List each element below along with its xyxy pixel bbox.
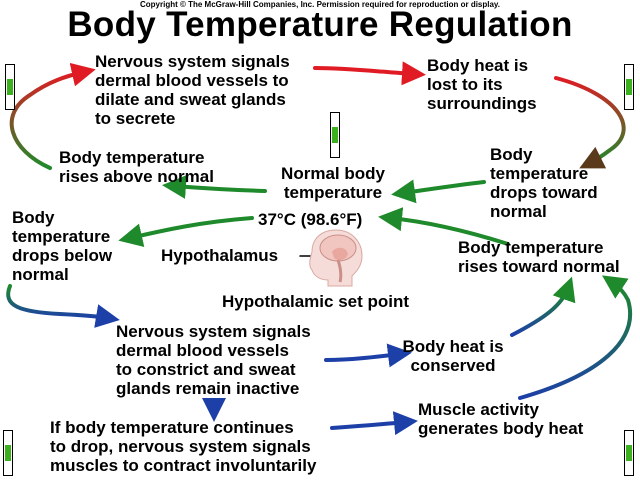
thermometer-high-right bbox=[624, 64, 634, 110]
arrow-shiver-to-muscle bbox=[330, 411, 418, 436]
node-line: to drop, nervous system signals bbox=[50, 437, 311, 456]
node-line: Body bbox=[12, 208, 55, 227]
node-line: Nervous system signals bbox=[95, 52, 290, 71]
arrow-rises-toward-to-setpoint bbox=[378, 207, 510, 246]
arrow-rises-above-to-dilate bbox=[9, 62, 96, 170]
arrow-drops-below-to-constrict bbox=[6, 284, 120, 328]
node-line: temperature bbox=[12, 227, 111, 246]
node-line: drops toward bbox=[490, 183, 598, 202]
thermometer-high-left bbox=[5, 64, 15, 110]
node-shiver: If body temperature continues to drop, n… bbox=[50, 418, 316, 475]
arrow-normal-to-rises-above bbox=[162, 174, 267, 199]
thermometer-low-right bbox=[624, 430, 634, 476]
node-muscle-activity: Muscle activity generates body heat bbox=[418, 400, 583, 438]
node-heat-conserved: Body heat is conserved bbox=[390, 337, 516, 375]
node-heat-lost: Body heat is lost to its surroundings bbox=[427, 56, 537, 113]
arrow-constrict-to-conserved bbox=[324, 343, 412, 368]
node-line: rises above normal bbox=[59, 167, 214, 186]
node-drops-below-normal: Body temperature drops below normal bbox=[12, 208, 112, 284]
node-line: Body temperature bbox=[59, 148, 205, 167]
arrow-muscle-to-rises-toward bbox=[518, 275, 632, 400]
node-line: Normal body bbox=[281, 164, 385, 183]
thermometer-low-left bbox=[3, 430, 13, 476]
node-line: to secrete bbox=[95, 109, 176, 128]
node-line: lost to its bbox=[427, 75, 503, 94]
node-line: Body heat is bbox=[427, 56, 529, 75]
arrow-setpoint-to-drops-below bbox=[118, 216, 254, 248]
head-brain-illustration bbox=[309, 229, 363, 287]
node-line: drops below bbox=[12, 246, 113, 265]
node-drops-toward-normal: Body temperature drops toward normal bbox=[490, 145, 598, 221]
node-dilate-sweat: Nervous system signals dermal blood vess… bbox=[95, 52, 290, 128]
node-line: generates body heat bbox=[418, 419, 584, 438]
node-line: If body temperature continues bbox=[50, 418, 294, 437]
arrow-heat-lost-to-drops-toward bbox=[554, 76, 626, 169]
node-rises-toward-normal: Body temperature rises toward normal bbox=[458, 238, 620, 276]
node-constrict: Nervous system signals dermal blood vess… bbox=[116, 322, 311, 398]
node-rises-above-normal: Body temperature rises above normal bbox=[59, 148, 214, 186]
setpoint-value: 37°C (98.6°F) bbox=[258, 210, 363, 229]
node-line: Body heat is bbox=[402, 337, 504, 356]
node-line: normal bbox=[490, 202, 547, 221]
node-line: dilate and sweat glands bbox=[95, 90, 286, 109]
node-line: temperature bbox=[490, 164, 589, 183]
node-line: glands remain inactive bbox=[116, 379, 300, 398]
node-line: surroundings bbox=[427, 94, 537, 113]
arrow-drops-toward-to-normal bbox=[391, 179, 486, 204]
page-title: Body Temperature Regulation bbox=[67, 5, 573, 44]
hypothalamus-label: Hypothalamus bbox=[161, 246, 279, 265]
node-line: muscles to contract involuntarily bbox=[50, 456, 317, 475]
hypothalamic-set-point-label: Hypothalamic set point bbox=[222, 292, 410, 311]
arrow-conserved-to-rises-toward bbox=[510, 276, 576, 337]
node-line: Body temperature bbox=[458, 238, 604, 257]
node-line: dermal blood vessels to bbox=[95, 71, 289, 90]
node-line: Muscle activity bbox=[418, 400, 539, 419]
node-line: temperature bbox=[283, 183, 383, 202]
node-line: dermal blood vessels bbox=[116, 341, 289, 360]
node-line: rises toward normal bbox=[458, 257, 620, 276]
node-line: normal bbox=[12, 265, 69, 284]
node-line: Body bbox=[490, 145, 533, 164]
thermometer-normal bbox=[330, 112, 340, 158]
node-line: to constrict and sweat bbox=[116, 360, 296, 379]
node-line: Nervous system signals bbox=[116, 322, 311, 341]
node-normal-body-temperature: Normal body temperature bbox=[268, 164, 398, 202]
copyright-notice: Copyright © The McGraw-Hill Companies, I… bbox=[139, 0, 501, 9]
node-line: conserved bbox=[410, 356, 496, 375]
arrow-dilate-to-heat-lost bbox=[313, 61, 426, 86]
